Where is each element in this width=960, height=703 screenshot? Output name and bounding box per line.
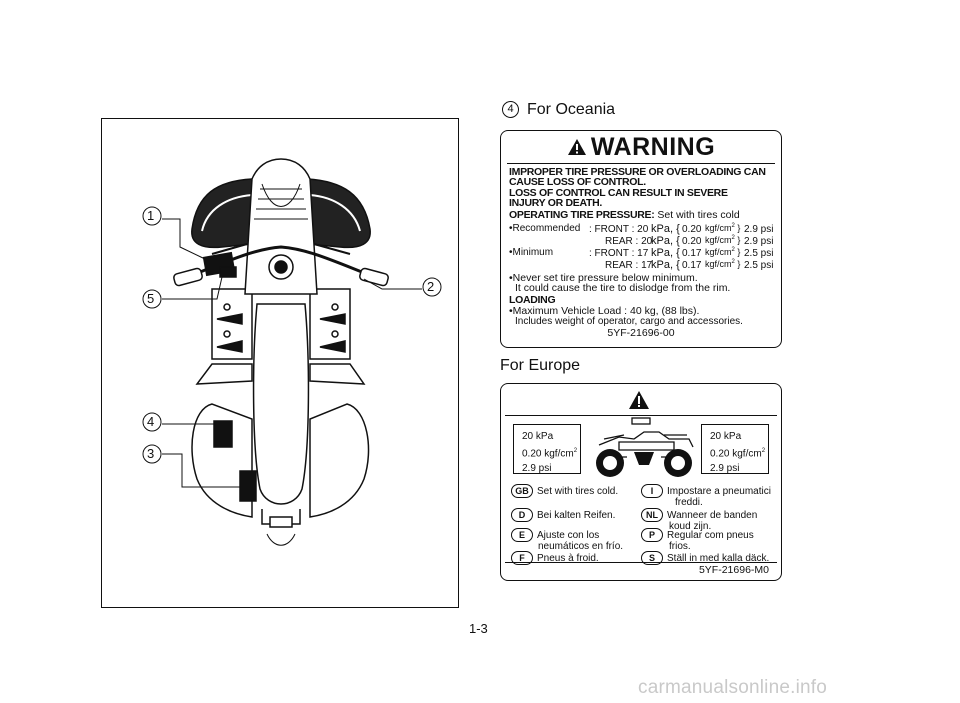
pressure-row-3-psi: 2.5 psi [744, 248, 774, 259]
warning-divider [507, 163, 775, 164]
pressure-row-3-kpa: kPa, { [651, 247, 680, 259]
right-kgf: 0.20 kgf/cm2 [710, 448, 766, 460]
left-psi: 2.9 psi [522, 463, 552, 475]
oceania-heading: 4 For Oceania [502, 101, 615, 119]
warning-line-3: LOSS OF CONTROL CAN RESULT IN SEVERE [509, 187, 728, 199]
europe-label-code: 5YF-21696-M0 [698, 564, 769, 576]
right-pressure-box: 20 kPa 0.20 kgf/cm2 2.9 psi [701, 424, 769, 474]
badge-s: S [641, 551, 663, 565]
loading-heading: LOADING [509, 294, 556, 306]
pressure-row-2-pos: REAR : 20 [605, 236, 653, 247]
callout-2: 2 [427, 279, 435, 294]
right-kpa: 20 kPa [710, 431, 742, 442]
callout-3: 3 [147, 446, 155, 461]
badge-d: D [511, 508, 533, 522]
warning-line-1: IMPROPER TIRE PRESSURE OR OVERLOADING CA… [509, 166, 766, 178]
warning-line-4: INJURY OR DEATH. [509, 197, 603, 209]
pressure-row-2-unit: kgf/cm2 } [705, 235, 741, 245]
pressure-row-3-pos: : FRONT : 17 [589, 248, 649, 259]
never-line-1: •Never set tire pressure below minimum. [509, 272, 698, 284]
operating-pressure-line: OPERATING TIRE PRESSURE: Set with tires … [509, 210, 740, 221]
max-load-line-2: Includes weight of operator, cargo and a… [515, 316, 743, 327]
pressure-row-4-kpa: kPa, { [651, 259, 680, 271]
warning-triangle-icon [567, 139, 586, 155]
pressure-row-1-kpa: kPa, { [651, 223, 680, 235]
operating-pressure-label: OPERATING TIRE PRESSURE: [509, 209, 655, 221]
callout-1: 1 [147, 208, 155, 223]
pressure-row-2-psi: 2.9 psi [744, 236, 774, 247]
left-kpa: 20 kPa [522, 431, 554, 442]
europe-heading: For Europe [500, 357, 581, 374]
europe-divider-bottom [505, 562, 777, 563]
minimum-label: •Minimum [509, 247, 554, 258]
badge-nl: NL [641, 508, 663, 522]
badge-f: F [511, 551, 533, 565]
pressure-row-3-unit: kgf/cm2 } [705, 247, 741, 257]
warning-triangle-icon [629, 391, 649, 409]
left-pressure-box: 20 kPa 0.20 kgf/cm2 2.9 psi [513, 424, 581, 474]
badge-e: E [511, 528, 533, 542]
oceania-warning-label: WARNING IMPROPER TIRE PRESSURE OR OVERLO… [500, 130, 782, 348]
pressure-row-4-kgf: 0.17 [682, 260, 702, 271]
badge-p: P [641, 528, 663, 542]
pressure-row-2-kpa: kPa, { [651, 235, 680, 247]
badge-gb: GB [511, 484, 533, 498]
warning-title-text: WARNING [590, 133, 716, 161]
left-kgf: 0.20 kgf/cm2 [522, 448, 578, 460]
pressure-row-4-unit: kgf/cm2 } [705, 259, 741, 269]
watermark: carmanualsonline.info [638, 677, 828, 698]
page-number: 1-3 [469, 621, 488, 636]
atv-side-icon [596, 417, 694, 477]
never-line-2: It could cause the tire to dislodge from… [515, 282, 731, 294]
pressure-row-4-psi: 2.5 psi [744, 260, 774, 271]
callout-4: 4 [147, 414, 155, 429]
warning-title: WARNING [501, 133, 781, 162]
recommended-label: •Recommended [509, 223, 581, 234]
europe-divider-top [505, 415, 777, 416]
operating-pressure-note: Set with tires cold [654, 209, 740, 221]
right-psi: 2.9 psi [710, 463, 740, 475]
pressure-row-3-kgf: 0.17 [682, 248, 702, 259]
atv-top-view-figure: 1 5 2 4 3 [101, 118, 459, 608]
oceania-label-code: 5YF-21696-00 [607, 327, 675, 339]
atv-illustration [142, 158, 442, 546]
badge-i: I [641, 484, 663, 498]
callout-5: 5 [147, 291, 155, 306]
oceania-number: 4 [502, 101, 519, 118]
pressure-row-1-unit: kgf/cm2 } [705, 223, 741, 233]
europe-label: 20 kPa 0.20 kgf/cm2 2.9 psi 20 kPa 0.20 … [500, 383, 782, 581]
oceania-heading-text: For Oceania [527, 101, 616, 118]
pressure-row-2-kgf: 0.20 [682, 236, 702, 247]
pressure-row-1-kgf: 0.20 [682, 224, 702, 235]
max-load-line-1: •Maximum Vehicle Load : 40 kg, (88 lbs). [509, 305, 700, 317]
pressure-row-1-psi: 2.9 psi [744, 224, 774, 235]
pressure-row-1-pos: : FRONT : 20 [589, 224, 649, 235]
warning-line-2: CAUSE LOSS OF CONTROL. [509, 176, 646, 188]
pressure-row-4-pos: REAR : 17 [605, 260, 653, 271]
